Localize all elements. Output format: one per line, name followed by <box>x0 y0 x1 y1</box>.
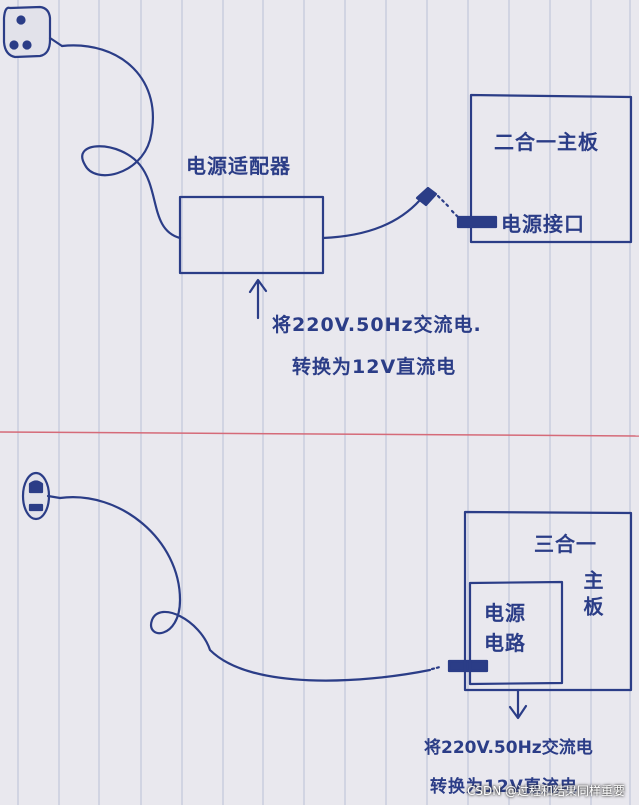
margin-line <box>0 432 639 436</box>
watermark: CSDN @过程和结果同样重要 <box>467 782 625 799</box>
annotation-line1: 将220V.50Hz交流电. <box>272 310 482 337</box>
wall-plug-icon <box>23 473 60 519</box>
annotation-line2: 转换为12V直流电 <box>292 352 456 379</box>
board-label: 二合一主板 <box>494 126 599 155</box>
arrow-down-icon <box>510 690 526 718</box>
input-cable <box>62 45 180 238</box>
arrow-up-icon <box>250 280 266 318</box>
board-label-vertical: 主板 <box>578 570 607 622</box>
adapter-box <box>180 197 323 273</box>
wall-plug-icon <box>4 7 62 57</box>
power-port <box>449 661 487 671</box>
board-label-line1: 三合一 <box>534 528 597 557</box>
power-port-label: 电源接口 <box>501 208 585 237</box>
adapter-label: 电源适配器 <box>186 150 291 179</box>
annotation-line1: 将220V.50Hz交流电 <box>424 733 593 758</box>
power-port <box>458 217 496 227</box>
power-circuit-label-line1: 电源 <box>484 597 526 626</box>
input-cable <box>60 497 430 680</box>
output-cable <box>323 200 420 238</box>
power-circuit-label-line2: 电路 <box>484 627 526 656</box>
